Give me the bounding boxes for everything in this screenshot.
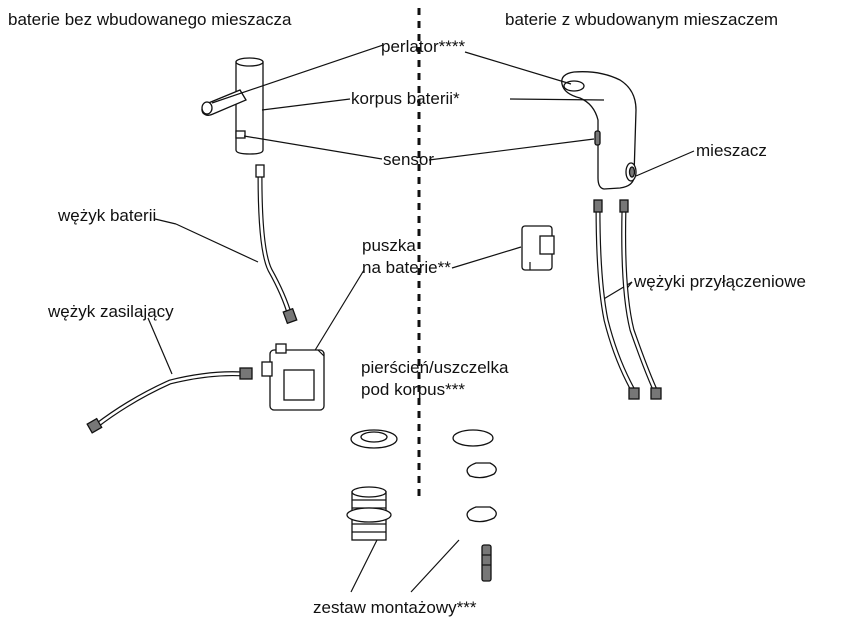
ring-and-gasket xyxy=(350,429,494,449)
header-with-mixer: baterie z wbudowanym mieszaczem xyxy=(505,10,779,29)
label-wezyk-baterii: wężyk baterii xyxy=(58,206,157,225)
label-zestaw-montazowy: zestaw montażowy*** xyxy=(313,598,477,617)
label-wezyki-przylaczeniowe: wężyki przyłączeniowe xyxy=(634,272,806,291)
label-pierscien-line1: pierścień/uszczelka xyxy=(361,358,509,377)
battery-box xyxy=(521,225,555,271)
label-mieszacz: mieszacz xyxy=(696,141,767,160)
label-puszka-line2: na baterie** xyxy=(362,258,451,277)
battery-hose xyxy=(255,164,298,325)
label-perlator: perlator**** xyxy=(381,37,466,56)
faucet-without-mixer xyxy=(201,57,264,155)
label-puszka-line1: puszka xyxy=(362,236,416,255)
header-without-mixer: baterie bez wbudowanego mieszacza xyxy=(8,10,292,29)
connection-hoses xyxy=(593,199,662,400)
mounting-kit xyxy=(346,462,497,582)
supply-hose xyxy=(86,367,253,434)
label-korpus-baterii: korpus baterii* xyxy=(351,89,460,108)
valve-box xyxy=(261,343,325,411)
faucet-with-mixer xyxy=(561,71,637,190)
label-sensor: sensor xyxy=(383,150,435,169)
label-pierscien-line2: pod korpus*** xyxy=(361,380,465,399)
label-wezyk-zasilajacy: wężyk zasilający xyxy=(48,302,174,321)
